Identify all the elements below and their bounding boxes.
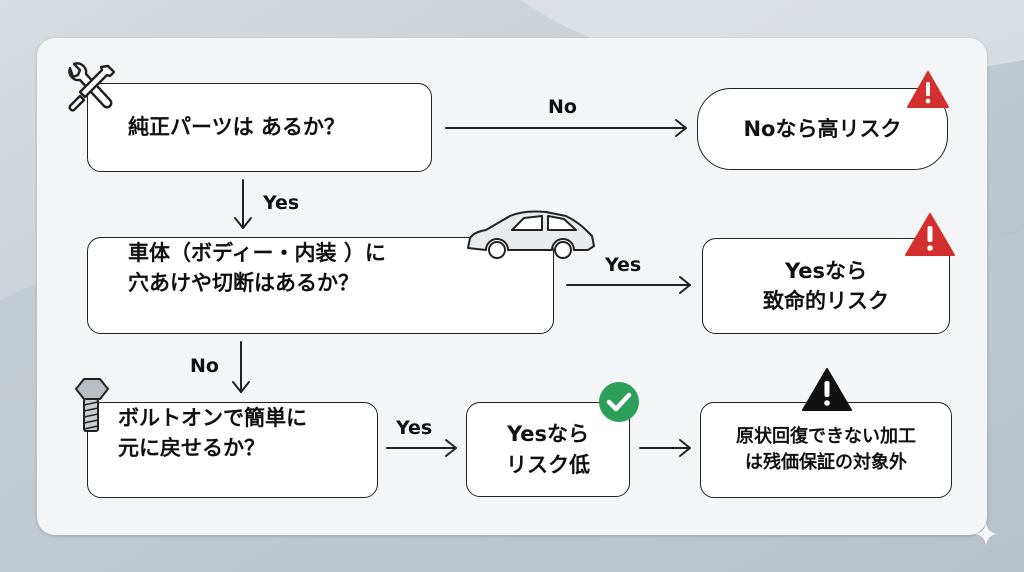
sparkle-icon [974,522,998,546]
label-q2-no: No [190,355,219,377]
result-high-risk-text: Noなら高リスク [743,116,902,141]
check-circle-icon [599,382,639,422]
result-low-risk-line1: Yesなら [506,422,590,447]
label-q1-no: No [548,96,577,118]
question-2-box: 車体（ボディー・内装 ）に 穴あけや切断はあるか？ [87,237,554,334]
result-fatal-risk-line1: Yesなら [784,258,868,283]
result-no-residual-line1: 原状回復できない加工 [736,425,916,447]
bolt-icon [75,378,109,432]
question-3-line2: 元に戻せるか？ [118,436,265,461]
result-high-risk-box: Noなら高リスク [697,88,948,170]
question-1-text: 純正パーツは あるか？ [128,115,345,140]
result-fatal-risk-line2: 致命的リスク [763,289,889,313]
wrench-screwdriver-icon [68,62,116,112]
question-1-box: 純正パーツは あるか？ [87,83,432,172]
question-2-line1: 車体（ボディー・内装 ）に [128,241,386,265]
result-low-risk-box: Yesなら リスク低 [466,402,630,497]
question-3-line1: ボルトオンで簡単に [118,406,307,430]
label-q2-yes: Yes [605,254,642,276]
result-no-residual-line2: は残価保証の対象外 [745,452,907,473]
result-no-residual-guarantee-box: 原状回復できない加工 は残価保証の対象外 [700,402,952,498]
label-q1-yes: Yes [263,192,300,214]
car-body-icon [467,210,595,259]
warning-icon [905,213,955,256]
result-low-risk-line2: リスク低 [506,452,590,477]
question-2-line2: 穴あけや切断はあるか？ [128,271,359,296]
question-3-box: ボルトオンで簡単に 元に戻せるか？ [87,402,378,498]
warning-icon [907,71,949,108]
label-q3-yes: Yes [396,417,433,439]
warning-icon [802,368,852,411]
